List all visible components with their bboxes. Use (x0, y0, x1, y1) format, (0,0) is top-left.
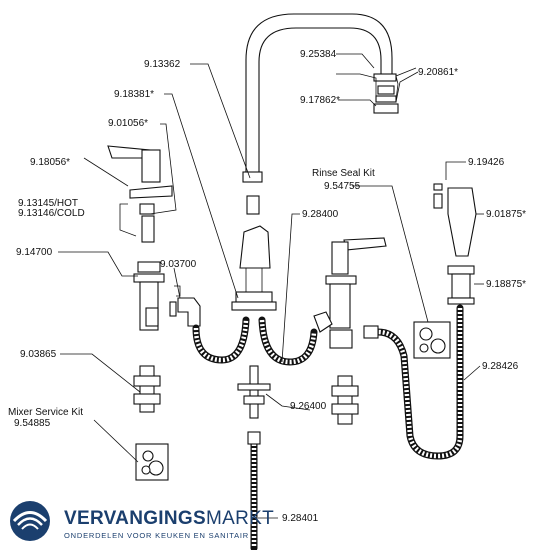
label-9-01056: 9.01056* (108, 118, 148, 129)
brand-mark-icon (10, 501, 50, 541)
label-9-03700: 9.03700 (160, 259, 197, 270)
label-9-19426: 9.19426 (468, 157, 505, 168)
spout-base (231, 225, 277, 311)
brand-tagline: ONDERDELEN VOOR KEUKEN EN SANITAIR (64, 531, 250, 540)
brand-logo: VERVANGINGSMARKT ONDERDELEN VOOR KEUKEN … (6, 498, 274, 544)
tee-fitting-left (133, 365, 161, 413)
left-valve (107, 145, 173, 331)
spray-hose (363, 304, 464, 460)
aerator-parts (373, 73, 399, 114)
label-9-17862: 9.17862* (300, 95, 340, 106)
label-9-20861: 9.20861* (418, 67, 458, 78)
label-9-18875: 9.18875* (486, 279, 526, 290)
label-9-54755: 9.54755 (324, 181, 361, 192)
label-9-26400: 9.26400 (290, 401, 327, 412)
side-spray (433, 183, 477, 305)
outlet-hose (247, 431, 261, 550)
elbow-fitting (169, 297, 201, 327)
label-9-01875: 9.01875* (486, 209, 526, 220)
label-9-28426: 9.28426 (482, 361, 519, 372)
right-valve (313, 237, 387, 349)
label-rinse-seal-kit: Rinse Seal Kit (312, 168, 375, 179)
label-9-03865: 9.03865 (20, 349, 57, 360)
label-9-13146-cold: 9.13146/COLD (18, 208, 85, 219)
leader-lines (58, 53, 484, 519)
mixer-service-kit (135, 443, 169, 481)
braided-hoses (192, 316, 318, 366)
label-9-18056: 9.18056* (30, 157, 70, 168)
brand-name-bold: VERVANGINGS (64, 508, 206, 529)
part-labels: 9.13362 9.18381* 9.01056* 9.18056* 9.131… (8, 49, 526, 524)
label-9-28401: 9.28401 (282, 513, 319, 524)
label-9-13145-hot: 9.13145/HOT (18, 198, 78, 209)
brand-name-light: MARKT (205, 508, 274, 529)
mounting-rod (237, 365, 271, 419)
label-9-13362: 9.13362 (144, 59, 181, 70)
rinse-seal-kit (413, 321, 451, 359)
label-9-54885: 9.54885 (14, 418, 51, 429)
tee-fitting-right (331, 375, 359, 425)
brand-name: VERVANGINGSMARKT (64, 508, 274, 530)
label-9-14700: 9.14700 (16, 247, 53, 258)
label-9-28400: 9.28400 (302, 209, 339, 220)
spout (242, 13, 393, 215)
label-9-25384: 9.25384 (300, 49, 337, 60)
label-mixer-service-kit: Mixer Service Kit (8, 407, 83, 418)
label-9-18381: 9.18381* (114, 89, 154, 100)
